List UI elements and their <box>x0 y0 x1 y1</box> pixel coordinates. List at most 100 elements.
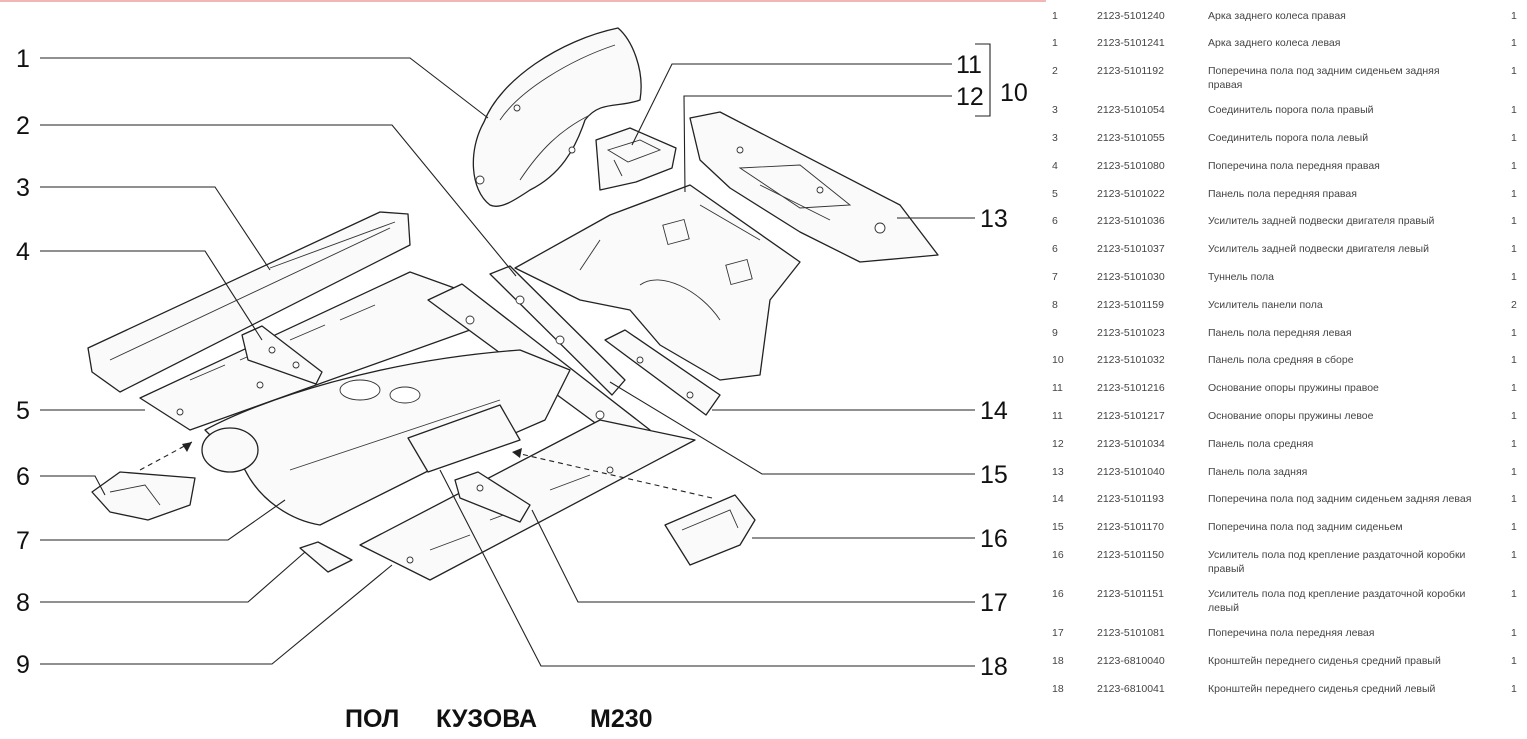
cell-position: 12 <box>1052 438 1064 450</box>
cell-part-name: Панель пола средняя в сборе <box>1208 354 1354 366</box>
cell-position: 1 <box>1052 10 1058 22</box>
cell-part-name-line2: левый <box>1208 602 1239 614</box>
part-16-transfer-case-reinforcement <box>664 494 756 566</box>
cell-part-name: Кронштейн переднего сиденья средний левы… <box>1208 683 1436 695</box>
assembly-arrow <box>511 451 713 499</box>
cell-part-name-line2: правый <box>1208 563 1245 575</box>
cell-position: 7 <box>1052 271 1058 283</box>
part-1-wheel-arch <box>472 27 642 207</box>
cell-quantity: 2 <box>1511 299 1517 311</box>
cell-position: 4 <box>1052 160 1058 172</box>
cell-part-number: 2123-5101193 <box>1097 493 1164 505</box>
cell-part-number: 2123-5101023 <box>1097 327 1165 339</box>
cell-quantity: 1 <box>1511 132 1517 144</box>
cell-quantity: 1 <box>1511 160 1517 172</box>
cell-quantity: 1 <box>1511 493 1517 505</box>
cell-quantity: 1 <box>1511 655 1517 667</box>
top-border-line <box>0 0 1527 2</box>
callout-1: 1 <box>16 45 30 73</box>
cell-position: 5 <box>1052 188 1058 200</box>
cell-quantity: 1 <box>1511 37 1517 49</box>
callout-18: 18 <box>980 653 1008 681</box>
cell-part-name: Панель пола передняя правая <box>1208 188 1357 200</box>
cell-part-number: 2123-5101151 <box>1097 588 1164 600</box>
cell-part-number: 2123-5101022 <box>1097 188 1165 200</box>
exploded-parts-diagram: 1 2 3 4 5 6 7 8 9 10 11 12 13 14 15 16 1… <box>16 27 1028 733</box>
cell-part-number: 2123-6810041 <box>1097 683 1165 695</box>
cell-position: 18 <box>1052 655 1064 667</box>
cell-part-name: Поперечина пола передняя левая <box>1208 627 1375 639</box>
cell-part-name: Кронштейн переднего сиденья средний прав… <box>1208 655 1441 667</box>
cell-part-number: 2123-5101216 <box>1097 382 1165 394</box>
diagram-title-part1: ПОЛ <box>345 705 399 733</box>
cell-part-name: Усилитель задней подвески двигателя прав… <box>1208 215 1435 227</box>
cell-part-number: 2123-5101032 <box>1097 354 1165 366</box>
cell-quantity: 1 <box>1511 104 1517 116</box>
callout-5: 5 <box>16 397 30 425</box>
callout-2: 2 <box>16 112 30 140</box>
cell-part-name: Панель пола задняя <box>1208 466 1308 478</box>
cell-quantity: 1 <box>1511 627 1517 639</box>
cell-part-name: Поперечина пола под задним сиденьем <box>1208 521 1403 533</box>
cell-quantity: 1 <box>1511 243 1517 255</box>
cell-part-name: Усилитель задней подвески двигателя левы… <box>1208 243 1429 255</box>
cell-quantity: 1 <box>1511 410 1517 422</box>
part-8-floor-reinforcement <box>299 541 353 573</box>
cell-part-number: 2123-5101034 <box>1097 438 1165 450</box>
cell-part-name: Арка заднего колеса левая <box>1208 37 1341 49</box>
cell-position: 11 <box>1052 410 1063 422</box>
callout-12: 12 <box>956 83 984 111</box>
cell-part-name: Панель пола средняя <box>1208 438 1314 450</box>
cell-part-name: Усилитель пола под крепление раздаточной… <box>1208 588 1466 600</box>
leader-lines <box>40 43 991 667</box>
part-11-spring-support <box>595 127 677 191</box>
cell-quantity: 1 <box>1511 521 1517 533</box>
part-9-front-floor-panel-left <box>359 419 696 581</box>
part-12-middle-floor-panel <box>514 184 801 381</box>
cell-position: 9 <box>1052 327 1058 339</box>
cell-part-number: 2123-5101159 <box>1097 299 1164 311</box>
cell-quantity: 1 <box>1511 438 1517 450</box>
cell-position: 16 <box>1052 549 1064 561</box>
cell-part-number: 2123-5101240 <box>1097 10 1165 22</box>
cell-part-name: Усилитель панели пола <box>1208 299 1323 311</box>
cell-quantity: 1 <box>1511 382 1517 394</box>
cell-part-name: Панель пола передняя левая <box>1208 327 1352 339</box>
cell-part-name: Соединитель порога пола левый <box>1208 132 1369 144</box>
cell-part-name: Туннель пола <box>1208 271 1274 283</box>
cell-part-name: Поперечина пола под задним сиденьем задн… <box>1208 65 1440 77</box>
callout-11: 11 <box>956 51 982 79</box>
cell-position: 6 <box>1052 215 1058 227</box>
part-13-rear-floor-panel <box>689 111 939 263</box>
callout-3: 3 <box>16 174 30 202</box>
diagram-title-part2: КУЗОВА <box>436 705 537 733</box>
arrowhead <box>512 448 522 458</box>
callout-10: 10 <box>1000 79 1028 107</box>
callout-8: 8 <box>16 589 30 617</box>
cell-position: 6 <box>1052 243 1058 255</box>
cell-quantity: 1 <box>1511 683 1517 695</box>
cell-position: 8 <box>1052 299 1058 311</box>
cell-position: 13 <box>1052 466 1064 478</box>
callout-16: 16 <box>980 525 1008 553</box>
callout-14: 14 <box>980 397 1008 425</box>
callout-13: 13 <box>980 205 1008 233</box>
cell-quantity: 1 <box>1511 327 1517 339</box>
cell-part-number: 2123-5101192 <box>1097 65 1164 77</box>
assembly-arrow <box>139 441 193 471</box>
cell-position: 2 <box>1052 65 1058 77</box>
cell-position: 11 <box>1052 382 1063 394</box>
part-14-rear-crossmember-left <box>604 329 721 416</box>
callout-7: 7 <box>16 527 30 555</box>
cell-position: 3 <box>1052 104 1058 116</box>
cell-part-number: 2123-5101036 <box>1097 215 1165 227</box>
cell-part-number: 2123-5101054 <box>1097 104 1165 116</box>
cell-part-name: Соединитель порога пола правый <box>1208 104 1374 116</box>
cell-part-number: 2123-5101241 <box>1097 37 1165 49</box>
cell-part-number: 2123-5101040 <box>1097 466 1165 478</box>
cell-quantity: 1 <box>1511 188 1517 200</box>
cell-quantity: 1 <box>1511 549 1517 561</box>
part-7-floor-tunnel <box>201 349 571 526</box>
cell-part-number: 2123-5101081 <box>1097 627 1165 639</box>
cell-part-number: 2123-5101030 <box>1097 271 1165 283</box>
